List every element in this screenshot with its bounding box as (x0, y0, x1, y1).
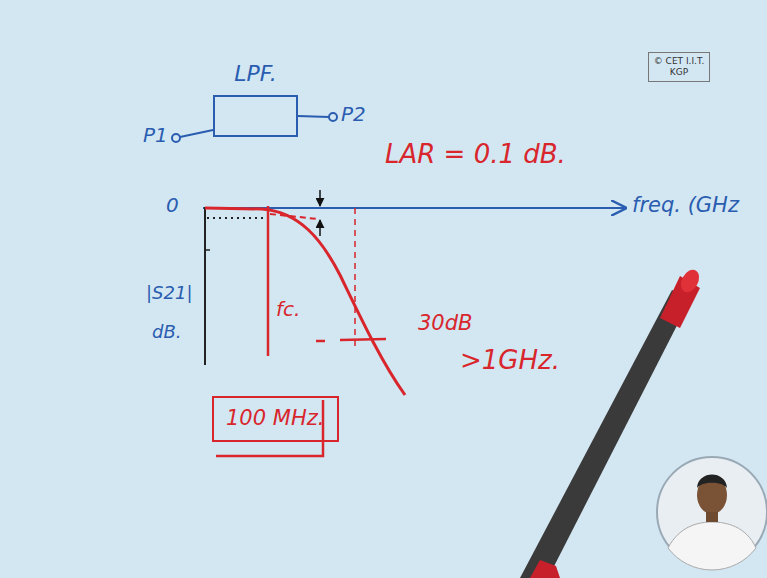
attenuation-label: 30dB (418, 312, 472, 335)
s21-axis (204, 207, 206, 365)
boxed-value: 100 MHz. (212, 396, 339, 442)
box-text: © CET I.I.T. KGP (653, 56, 705, 78)
axis-unit: dB. (152, 322, 182, 342)
cutoff-label: fc. (276, 298, 300, 320)
box-text: 100 MHz. (226, 406, 325, 431)
port-name: P1 (143, 124, 168, 146)
tick (205, 249, 210, 251)
response-curve (205, 208, 405, 395)
axis-title: freq. (GHz (632, 194, 739, 217)
watermark-box: © CET I.I.T. KGP (648, 52, 710, 82)
box-heading: LPF. (234, 61, 276, 86)
presenter-thumbnail (657, 457, 767, 570)
port-wires (172, 113, 337, 142)
lar-arrow (319, 190, 321, 206)
ripple-note: LAR = 0.1 dB. (385, 140, 566, 169)
level-tick (316, 340, 325, 343)
port-name: P2 (341, 103, 366, 125)
frequency-label: >1GHz. (460, 346, 560, 375)
lpf-box: LPF. (213, 95, 298, 137)
stop-freq-dashed-line (354, 208, 356, 346)
lar-arrow (319, 220, 321, 236)
axis-title: |S21| (146, 283, 192, 303)
ripple-dotted-line (207, 217, 268, 219)
cutoff-line (267, 206, 270, 356)
axis-origin: 0 (166, 194, 179, 216)
level-line (340, 339, 386, 340)
